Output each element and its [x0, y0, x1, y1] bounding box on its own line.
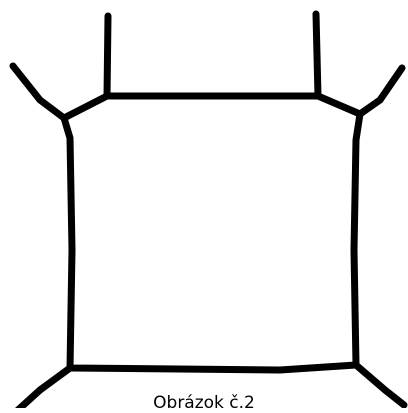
- figure-caption: Obrázok č.2: [153, 393, 255, 413]
- upper-left-diagonal-line: [9, 62, 68, 122]
- lower-right-diagonal-line: [352, 361, 408, 408]
- lower-left-diagonal-line: [15, 364, 74, 408]
- upper-right-diagonal-line: [356, 64, 406, 118]
- top-left-vertical-line: [103, 12, 112, 100]
- central-shape-outline: [60, 92, 364, 374]
- top-right-vertical-line: [312, 10, 322, 100]
